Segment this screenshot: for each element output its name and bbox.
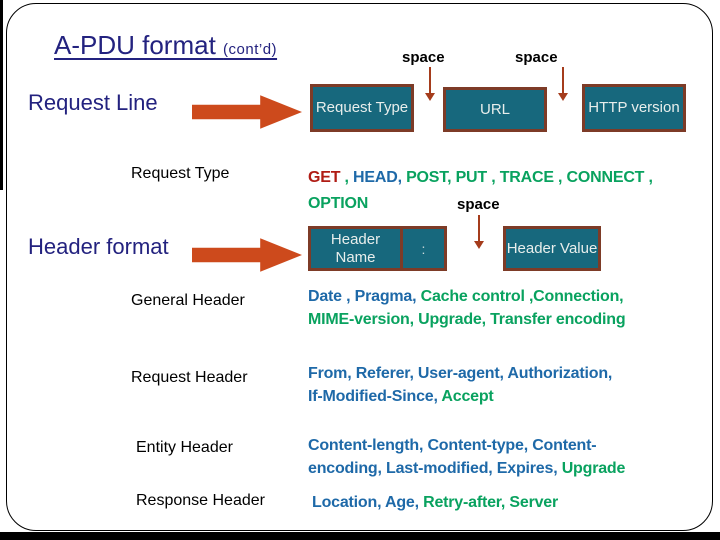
request-header-label: Request Header <box>131 369 248 386</box>
down-arrow-icon-2 <box>558 67 568 101</box>
box-header-name-group: Header Name : <box>308 226 447 271</box>
entity-header-label: Entity Header <box>136 439 233 456</box>
response-header-label: Response Header <box>136 492 265 509</box>
down-arrow-icon-3 <box>474 215 484 249</box>
space-label-1: space <box>402 49 445 66</box>
box-header-value: Header Value <box>503 226 601 271</box>
page-title: A-PDU format (cont’d) <box>54 30 277 61</box>
header-format-label: Header format <box>28 234 169 259</box>
box-request-type: Request Type <box>310 84 414 132</box>
response-header-values-line1: Location, Age, Retry-after, Server <box>312 494 559 511</box>
entity-header-values-line1: Content-length, Content-type, Content- <box>308 437 597 454</box>
general-header-label: General Header <box>131 292 245 309</box>
title-main: A-PDU format <box>54 30 224 60</box>
request-type-label: Request Type <box>131 165 230 182</box>
request-header-values-line2: If-Modified-Since, Accept <box>308 388 494 405</box>
slide-bottom-edge <box>0 532 720 540</box>
box-http-version: HTTP version <box>582 84 686 132</box>
space-label-2: space <box>515 49 558 66</box>
space-label-3: space <box>457 196 500 213</box>
box-colon: : <box>400 226 447 271</box>
request-type-values-line1: GET , HEAD, POST, PUT , TRACE , CONNECT … <box>308 169 653 186</box>
box-header-name: Header Name <box>308 226 403 271</box>
slide-border <box>6 3 713 531</box>
title-suffix: (cont’d) <box>223 41 278 58</box>
request-line-label: Request Line <box>28 90 158 115</box>
entity-header-values-line2: encoding, Last-modified, Expires, Upgrad… <box>308 460 626 477</box>
request-header-values-line1: From, Referer, User-agent, Authorization… <box>308 365 613 382</box>
general-header-values-line2: MIME-version, Upgrade, Transfer encoding <box>308 311 626 328</box>
request-type-values-line2: OPTION <box>308 195 369 212</box>
down-arrow-icon-1 <box>425 67 435 101</box>
box-url: URL <box>443 87 547 132</box>
general-header-values-line1: Date , Pragma, Cache control ,Connection… <box>308 288 624 305</box>
left-edge-artifact <box>0 0 3 190</box>
